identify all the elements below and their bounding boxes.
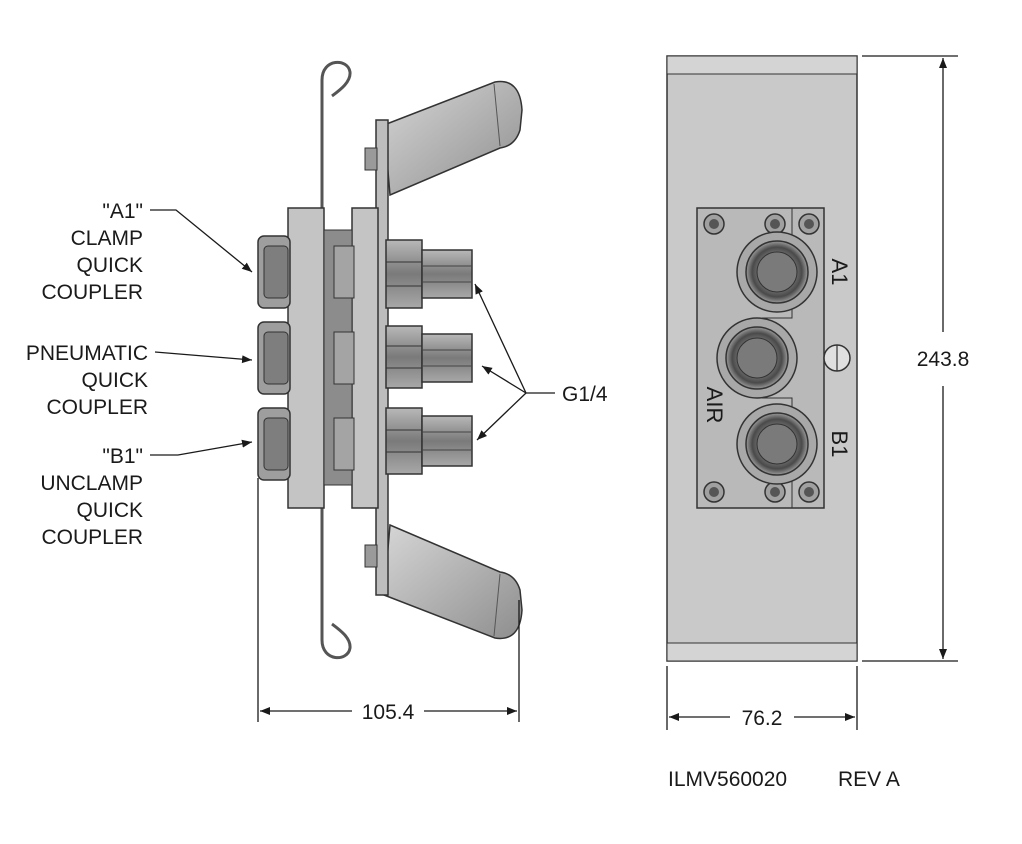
screw-icon bbox=[798, 481, 820, 503]
coupler-b1-side bbox=[257, 407, 355, 481]
revision: REV A bbox=[838, 768, 900, 791]
part-number: ILMV560020 bbox=[668, 768, 787, 791]
callout-thread: G1/4 bbox=[562, 383, 608, 406]
callout-pneumatic-line-2: QUICK bbox=[81, 369, 148, 392]
body-block-left bbox=[287, 207, 325, 509]
port-label-a1: A1 bbox=[827, 259, 852, 286]
lower-handle bbox=[383, 523, 523, 640]
dimension-height-value: 243.8 bbox=[917, 348, 970, 371]
dimension-width bbox=[666, 666, 858, 730]
callout-a1: "A1" CLAMP QUICK COUPLER bbox=[41, 200, 143, 304]
screw-icon bbox=[764, 213, 786, 235]
dimension-width-value: 76.2 bbox=[742, 707, 783, 730]
screw-icon bbox=[703, 213, 725, 235]
callout-b1-line-4: COUPLER bbox=[41, 526, 143, 549]
screw-icon bbox=[703, 481, 725, 503]
body-block-right bbox=[351, 207, 379, 509]
callout-a1-line-2: CLAMP bbox=[71, 227, 143, 250]
fitting-air bbox=[385, 325, 473, 389]
dimension-depth bbox=[257, 478, 520, 722]
front-view: A1 AIR B1 243.8 76.2 bbox=[666, 55, 970, 730]
port-air bbox=[716, 317, 798, 399]
callout-b1-line-3: QUICK bbox=[76, 499, 143, 522]
screws bbox=[703, 213, 820, 503]
callout-a1-line-1: "A1" bbox=[102, 200, 143, 223]
port-label-air: AIR bbox=[702, 387, 727, 424]
dimension-height bbox=[862, 55, 958, 662]
callout-leaders bbox=[150, 209, 555, 456]
port-label-b1: B1 bbox=[827, 431, 852, 458]
port-a1 bbox=[736, 231, 818, 313]
fitting-b1 bbox=[385, 407, 473, 475]
port-b1 bbox=[736, 403, 818, 485]
upper-handle bbox=[383, 80, 523, 197]
callout-a1-line-4: COUPLER bbox=[41, 281, 143, 304]
callout-b1-line-2: UNCLAMP bbox=[40, 472, 143, 495]
screw-icon bbox=[764, 481, 786, 503]
callout-pneumatic: PNEUMATIC QUICK COUPLER bbox=[26, 342, 148, 419]
pin-hole bbox=[823, 344, 851, 372]
side-view: "A1" CLAMP QUICK COUPLER PNEUMATIC QUICK… bbox=[26, 61, 608, 724]
screw-icon bbox=[798, 213, 820, 235]
dimension-depth-value: 105.4 bbox=[362, 701, 415, 724]
coupler-air-side bbox=[257, 321, 355, 395]
callout-b1: "B1" UNCLAMP QUICK COUPLER bbox=[40, 445, 143, 549]
callout-pneumatic-line-1: PNEUMATIC bbox=[26, 342, 148, 365]
fitting-a1 bbox=[385, 239, 473, 309]
wire-bracket bbox=[320, 61, 352, 659]
callout-b1-line-1: "B1" bbox=[102, 445, 143, 468]
coupler-a1-side bbox=[257, 235, 355, 309]
callout-a1-line-3: QUICK bbox=[76, 254, 143, 277]
callout-pneumatic-line-3: COUPLER bbox=[46, 396, 148, 419]
